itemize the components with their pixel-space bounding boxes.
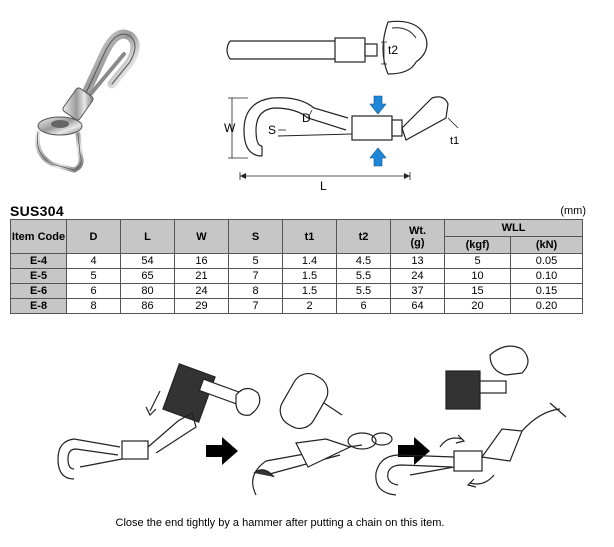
cell-code: E-8 (10, 298, 67, 314)
dim-label-s: S (268, 123, 276, 137)
table-row: E-6 6 80 24 8 1.5 5.5 37 15 0.15 (10, 283, 584, 299)
header-t1: t1 (282, 219, 337, 254)
cell-wt: 13 (390, 253, 445, 269)
instruction-illustration (57, 345, 567, 496)
cell-kn: 0.05 (509, 253, 584, 269)
top-view-drawing: t2 (226, 20, 428, 75)
header-t2: t2 (336, 219, 391, 254)
cell-l: 65 (120, 268, 175, 284)
dim-label-l: L (320, 179, 327, 193)
step-1-hammer (145, 363, 261, 423)
cell-w: 16 (174, 253, 229, 269)
step-3-hook (375, 402, 567, 496)
cell-s: 7 (228, 298, 283, 314)
cell-d: 8 (66, 298, 121, 314)
product-photo (34, 29, 140, 173)
cell-s: 5 (228, 253, 283, 269)
cell-kgf: 5 (444, 253, 511, 269)
cell-kgf: 10 (444, 268, 511, 284)
cell-wt: 24 (390, 268, 445, 284)
cell-w: 29 (174, 298, 229, 314)
cell-d: 4 (66, 253, 121, 269)
cell-d: 6 (66, 283, 121, 299)
cell-d: 5 (66, 268, 121, 284)
cell-wt: 64 (390, 298, 445, 314)
step-arrow-icon (206, 437, 238, 465)
header-s: S (228, 219, 283, 254)
cell-kn: 0.10 (509, 268, 584, 284)
table-row: E-8 8 86 29 7 2 6 64 20 0.20 (10, 298, 584, 314)
header-wll: WLL (443, 219, 584, 237)
header-wll-kgf: (kgf) (444, 236, 511, 254)
cell-s: 7 (228, 268, 283, 284)
table-row: E-4 4 54 16 5 1.4 4.5 13 5 0.05 (10, 253, 584, 269)
dim-label-w: W (224, 121, 236, 135)
side-view-drawing: W S D t1 L (224, 95, 459, 193)
dim-label-t1: t1 (450, 135, 459, 147)
cell-t2: 4.5 (336, 253, 391, 269)
cell-t1: 1.5 (282, 268, 337, 284)
cell-w: 24 (174, 283, 229, 299)
unit-label: (mm) (560, 205, 586, 217)
cell-kn: 0.15 (509, 283, 584, 299)
instruction-caption: Close the end tightly by a hammer after … (115, 517, 445, 529)
cell-kgf: 20 (444, 298, 511, 314)
header-wll-kn: (kN) (509, 236, 584, 254)
cell-kgf: 15 (444, 283, 511, 299)
table-row: E-5 5 65 21 7 1.5 5.5 24 10 0.10 (10, 268, 584, 284)
header-l: L (120, 219, 175, 254)
cell-l: 86 (120, 298, 175, 314)
cell-code: E-4 (10, 253, 67, 269)
step-2-hook (252, 432, 393, 496)
step-3-hand (445, 345, 529, 410)
header-d: D (66, 219, 121, 254)
header-wt: Wt. (g) (390, 219, 445, 254)
step-1-hook (57, 412, 197, 480)
cell-t1: 1.5 (282, 283, 337, 299)
cell-l: 54 (120, 253, 175, 269)
cell-t1: 2 (282, 298, 337, 314)
header-w: W (174, 219, 229, 254)
cell-kn: 0.20 (509, 298, 584, 314)
header-wt-label: Wt. (408, 224, 427, 237)
cell-wt: 37 (390, 283, 445, 299)
cell-code: E-5 (10, 268, 67, 284)
cell-t2: 5.5 (336, 268, 391, 284)
material-label: SUS304 (10, 203, 64, 219)
cell-t2: 6 (336, 298, 391, 314)
cell-t2: 5.5 (336, 283, 391, 299)
cell-t1: 1.4 (282, 253, 337, 269)
cell-l: 80 (120, 283, 175, 299)
step-arrow-icon (398, 437, 430, 465)
cell-s: 8 (228, 283, 283, 299)
dim-label-d: D (302, 111, 311, 125)
spec-table: Item Code D L W S t1 t2 Wt. (g) WLL (kgf… (10, 219, 584, 314)
dim-label-t2: t2 (388, 43, 398, 57)
cell-code: E-6 (10, 283, 67, 299)
header-wt-unit: (g) (410, 236, 425, 249)
step-2-pin (279, 373, 343, 429)
header-item-code: Item Code (10, 219, 67, 254)
cell-w: 21 (174, 268, 229, 284)
